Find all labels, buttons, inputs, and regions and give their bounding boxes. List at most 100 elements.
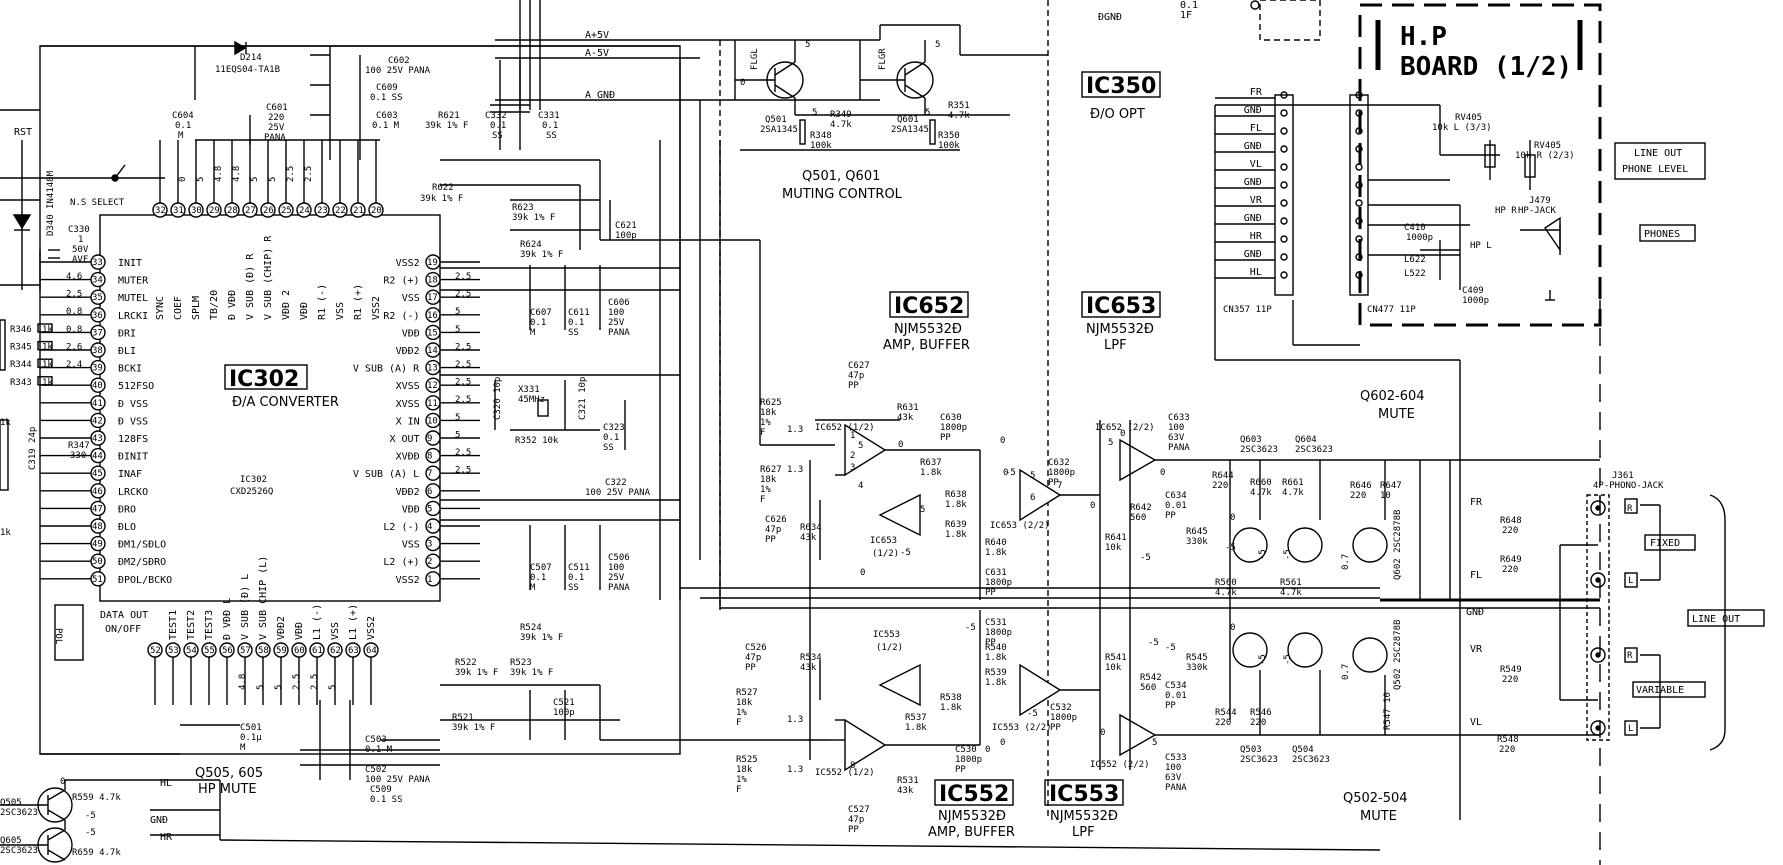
r537-label: R537 [905,713,927,723]
ic302-pin-name: ON/OFF [105,624,141,635]
ic302-pin-number: 4 [427,522,432,532]
r625-label: R625 [760,398,782,408]
c530-label: PP [955,765,966,775]
ic302-pin-name: V SUB (A) R [353,364,420,375]
ic302-pin-number: 2 [427,557,432,567]
ic302-pin-number: 10 [427,416,438,426]
r523-label: 39k 1% F [510,668,553,678]
voltage-minus-5: -5 [1005,468,1016,478]
cn477-pin [1355,127,1363,135]
c331-val: 0.1 [542,121,558,131]
voltage-top: 5 [268,177,278,182]
q605-ref: Q605 [0,836,22,846]
c606-label: 25V [608,318,625,328]
voltage-right: 2.5 [455,272,471,282]
rail-agnd: A GNĐ [585,90,615,101]
r524-label: R524 [520,623,542,633]
c611-label: C611 [568,308,590,318]
r547-label: R547 10 [1383,692,1393,730]
ic302-pin-name: L2 (+) [383,557,419,568]
ic553-ref: IC553 [1049,782,1119,807]
c534-label: C534 [1165,681,1187,691]
ic302-pin-number: 35 [92,293,103,303]
r545-label: 330k [1186,663,1208,673]
ic302-pin-number: 42 [92,416,103,426]
opamp-ic553-1-part: (1/2) [876,643,903,653]
r638-label: 1.8k [945,500,967,510]
voltage-1-3: 1.3 [787,465,803,475]
opamp-ic653-2: IC653 (2/2) [990,521,1050,531]
pol-switch [54,604,84,661]
cn477-pin [1355,253,1363,261]
ic302-pin-name: VĐĐ [402,328,420,339]
q504-label: 2SC3623 [1292,755,1330,765]
r637-label: 1.8k [920,468,942,478]
rail-a5v: A+5V [585,30,609,41]
ic302-pin-number: 8 [427,452,432,462]
r522-label: 39k 1% F [455,668,498,678]
q505-ref: Q505 [0,798,22,808]
c501-label: M [240,743,246,753]
ic302-pin-number: 21 [353,206,364,216]
voltage-1-3: 1.3 [787,715,803,725]
c532-label: 1800p [1050,713,1077,723]
voltage-5: 5 [1030,471,1035,481]
c527-label: 47p [848,815,864,825]
ic552-ref: IC552 [939,782,1009,807]
d214-ref: D214 [240,53,262,63]
c330-ref: C330 [68,225,90,235]
d214-part: 11EQS04-TA1B [215,65,280,75]
ic302-pin-number: 61 [312,646,323,656]
ic302-pin-number: 43 [92,434,103,444]
c611-label: 0.1 [568,318,584,328]
output-jacks [1559,494,1765,751]
mute-b-title-2: MUTE [1360,809,1397,824]
voltage-right: 2.5 [455,378,471,388]
ic302-pin-number: 36 [92,311,103,321]
q603-label: 2SC3623 [1240,445,1278,455]
cn357-pin [1280,163,1288,171]
voltage-right: 2.5 [455,448,471,458]
r622-val: 39k 1% F [420,194,463,204]
voltage-minus-5: -5 [1258,549,1268,560]
r647-label: 10 [1380,491,1391,501]
ic302-pin-number: 22 [335,206,346,216]
left-resistor [37,358,53,368]
j361-ref: J361 [1612,471,1634,481]
ic302-pin-number: 17 [427,293,438,303]
c320-label: C320 10p [493,377,503,420]
left-resistor-ref: R346 [10,325,32,335]
ic302-pin-name: TEST2 [186,610,197,640]
r531-label: 43k [897,786,914,796]
ic302-pin-name: V SUB (CHIP) R [263,235,274,320]
voltage-0: 0 [1230,623,1235,633]
q605-part: 2SC3623 [0,846,38,856]
c532-label: C532 [1050,703,1072,713]
cn357-pin [1280,253,1288,261]
muting-v5d: 5 [925,108,930,118]
voltage-top: 5 [250,177,260,182]
ic302-pin-number: 34 [92,276,103,286]
ic302-pin-name: VSS [402,293,420,304]
voltage-1-3: 1.3 [787,765,803,775]
r541-label: 10k [1105,663,1122,673]
rv405a-ref: RV405 [1455,113,1482,123]
r540-label: 1.8k [985,653,1007,663]
c506-label: C506 [608,553,630,563]
rv405b-ref: RV405 [1534,141,1561,151]
r625-label: 1% [760,418,771,428]
mute-transistors [1229,459,1600,736]
c502-label: 100 25V PANA [365,775,431,785]
ic302-pin-number: 1 [427,575,432,585]
cap-top-value: 0.1 [1180,0,1198,11]
ic302-pin-number: 15 [427,328,438,338]
ic302-pin-name: VSS [330,622,341,640]
r347-val: 330 [70,451,86,461]
flgr-label: FLGR [878,48,888,70]
ic302-pin-number: 33 [92,258,103,268]
jack-l-label: L [1628,576,1633,586]
left-resistor-val: 1k [42,343,53,353]
cn477-pin [1355,217,1363,225]
ic302-pin-number: 58 [258,646,269,656]
